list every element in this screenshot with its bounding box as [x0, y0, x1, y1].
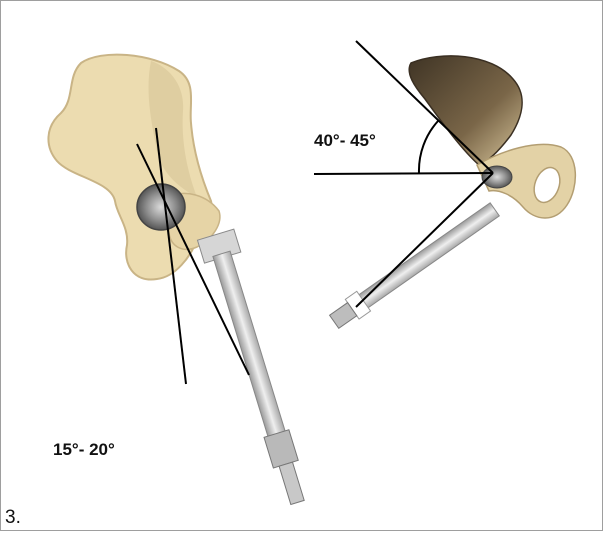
acetabular-cup-left: [137, 184, 185, 230]
reference-line-horizontal: [314, 173, 493, 174]
step-number: 3.: [5, 507, 21, 529]
angle-arc: [419, 121, 438, 173]
reference-line-impactor-axis-right: [356, 173, 493, 307]
acetabular-cup-right: [482, 166, 512, 188]
anteversion-angle-label: 40°- 45°: [314, 131, 376, 151]
cup-impactor-handle-right: [327, 200, 501, 332]
inclination-angle-label: 15°- 20°: [53, 440, 115, 460]
cup-impactor-handle-left: [197, 229, 315, 508]
pelvis-ilium-right: [409, 56, 522, 165]
pelvis-lateral-view: [314, 41, 575, 332]
